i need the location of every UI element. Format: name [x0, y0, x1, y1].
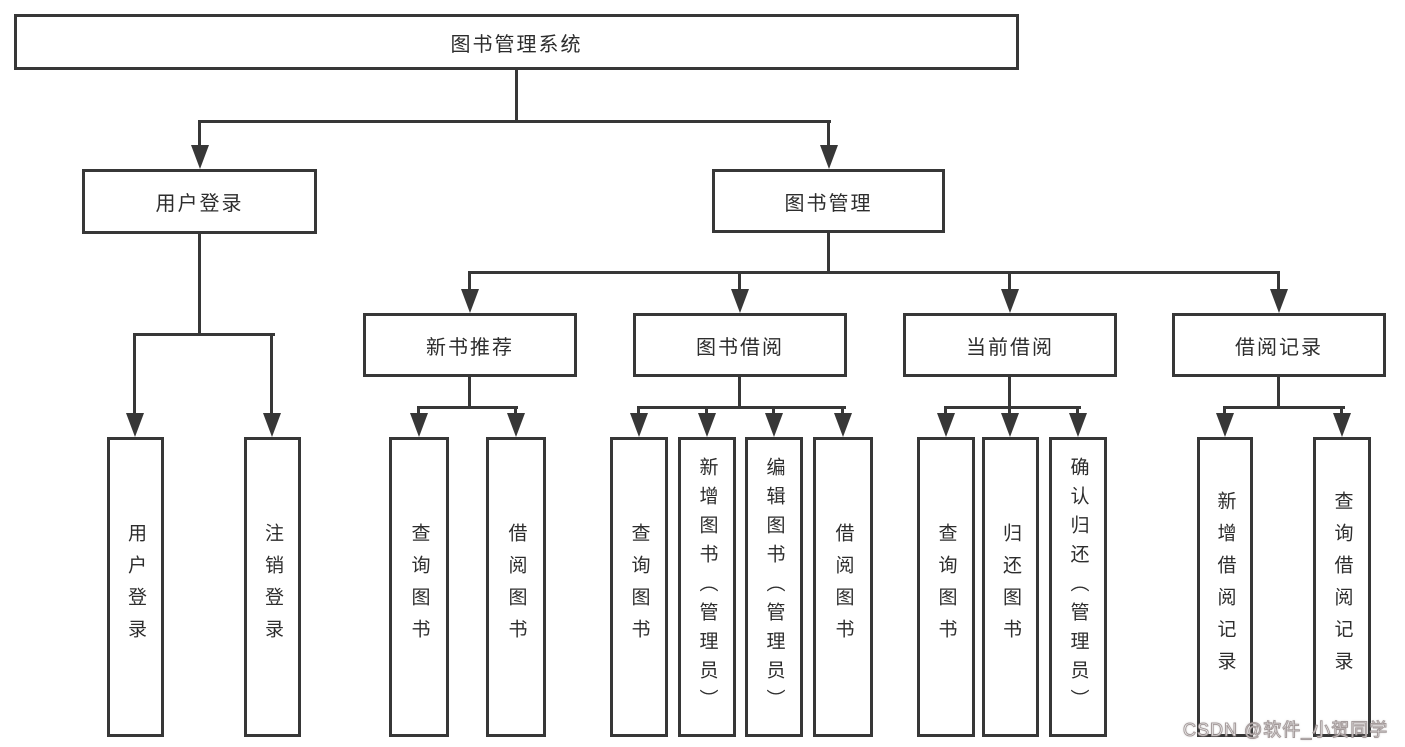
arrowhead-down-icon — [1216, 413, 1234, 437]
edge-stub — [1277, 377, 1280, 406]
edge-user-login-bus — [134, 333, 275, 336]
edge-bus — [1224, 406, 1345, 409]
node-book-borrowing: 图书借阅 — [633, 313, 847, 377]
edge-stem — [944, 406, 947, 414]
arrowhead-down-icon — [937, 413, 955, 437]
edge-stem — [705, 406, 708, 414]
leaf-confirm-return-admin: 确认归还（管理员） — [1049, 437, 1107, 737]
node-user-login: 用户登录 — [82, 169, 317, 234]
edge-bus — [945, 406, 1081, 409]
edge-stub — [1008, 377, 1011, 406]
edge-stem — [1340, 406, 1343, 414]
arrowhead-down-icon — [731, 289, 749, 313]
arrowhead-down-icon — [191, 145, 209, 169]
edge-stem — [738, 271, 741, 290]
edge-level2-bus — [199, 120, 831, 123]
leaf-user-login: 用户登录 — [107, 437, 164, 737]
arrowhead-down-icon — [410, 413, 428, 437]
node-book-management: 图书管理 — [712, 169, 945, 233]
edge-stem — [198, 120, 201, 146]
edge-stem — [1076, 406, 1079, 414]
edge-stem — [133, 333, 136, 414]
edge-stem — [772, 406, 775, 414]
edge-stub — [468, 377, 471, 406]
leaf-search-borrow-record: 查询借阅记录 — [1313, 437, 1371, 737]
arrowhead-down-icon — [1001, 289, 1019, 313]
edge-stub — [738, 377, 741, 406]
arrowhead-down-icon — [1069, 413, 1087, 437]
arrowhead-down-icon — [507, 413, 525, 437]
edge-stem — [417, 406, 420, 414]
node-borrow-records: 借阅记录 — [1172, 313, 1386, 377]
node-library-system: 图书管理系统 — [14, 14, 1019, 70]
leaf-borrow-books-borrowing: 借阅图书 — [813, 437, 873, 737]
node-current-borrowing: 当前借阅 — [903, 313, 1117, 377]
edge-book-mgmt-stub — [827, 233, 830, 273]
edge-stem — [1008, 406, 1011, 414]
edge-user-login-stub — [198, 234, 201, 333]
leaf-add-book-admin: 新增图书（管理员） — [678, 437, 736, 737]
arrowhead-down-icon — [1333, 413, 1351, 437]
edge-stem — [514, 406, 517, 414]
arrowhead-down-icon — [126, 413, 144, 437]
leaf-add-borrow-record: 新增借阅记录 — [1197, 437, 1253, 737]
edge-bus — [638, 406, 846, 409]
leaf-search-books-recommend: 查询图书 — [389, 437, 449, 737]
leaf-return-books: 归还图书 — [982, 437, 1039, 737]
leaf-search-books-borrowing: 查询图书 — [610, 437, 668, 737]
leaf-borrow-books-recommend: 借阅图书 — [486, 437, 546, 737]
edge-stem — [1223, 406, 1226, 414]
arrowhead-down-icon — [630, 413, 648, 437]
node-new-book-recommend: 新书推荐 — [363, 313, 577, 377]
edge-level3-bus — [469, 271, 1280, 274]
arrowhead-down-icon — [765, 413, 783, 437]
edge-bus — [418, 406, 518, 409]
edge-stem — [637, 406, 640, 414]
arrowhead-down-icon — [263, 413, 281, 437]
edge-root-stub — [515, 70, 518, 120]
arrowhead-down-icon — [698, 413, 716, 437]
edge-stem — [1008, 271, 1011, 290]
leaf-search-books-current: 查询图书 — [917, 437, 975, 737]
edge-stem — [270, 333, 273, 414]
edge-stem — [841, 406, 844, 414]
edge-stem — [468, 271, 471, 290]
leaf-edit-book-admin: 编辑图书（管理员） — [745, 437, 803, 737]
watermark: CSDN @软件_小贺同学 — [1182, 720, 1389, 741]
arrowhead-down-icon — [1001, 413, 1019, 437]
arrowhead-down-icon — [834, 413, 852, 437]
arrowhead-down-icon — [1270, 289, 1288, 313]
edge-stem — [827, 120, 830, 146]
arrowhead-down-icon — [461, 289, 479, 313]
edge-stem — [1277, 271, 1280, 290]
arrowhead-down-icon — [820, 145, 838, 169]
leaf-logout: 注销登录 — [244, 437, 301, 737]
